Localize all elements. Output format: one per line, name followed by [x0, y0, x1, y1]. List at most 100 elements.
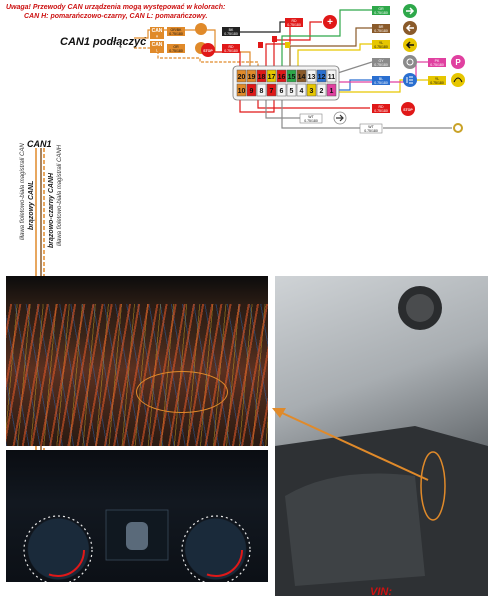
- rd-wire-tag-left: RD 0.75/180: [222, 44, 240, 53]
- rd-wire-tag-top: RD 0.75/180: [285, 18, 303, 27]
- vin-label: VIN:: [370, 586, 392, 598]
- wire-rd-3: [257, 98, 370, 109]
- svg-text:0.75/180: 0.75/180: [430, 81, 444, 85]
- svg-text:GY: GY: [378, 59, 384, 63]
- br-wire-tag: BR 0.75/180: [372, 24, 390, 33]
- arrow-right-icon: [403, 4, 417, 18]
- connector-pin-label-20: 20: [238, 74, 246, 81]
- svg-text:0.75/180: 0.75/180: [169, 49, 183, 53]
- fuse-2: [272, 36, 277, 42]
- svg-text:0.75/180: 0.75/180: [374, 11, 388, 15]
- plus-icon: +: [323, 15, 337, 29]
- footwell-drawing: [275, 286, 488, 596]
- wire-yl: [297, 43, 372, 72]
- gr-wire-tag: GR 0.75/180: [372, 6, 390, 15]
- can-h-wire-name: brązowo-czarny CANH: [48, 172, 55, 248]
- wire-rd-1: [265, 21, 300, 72]
- connector-pin-17: [266, 69, 277, 83]
- svg-text:OR: OR: [173, 45, 179, 49]
- connector-pin-1: [326, 83, 337, 97]
- svg-text:PK: PK: [435, 59, 440, 63]
- pk-wire-tag: PK 0.75/180: [428, 58, 446, 67]
- connector-pin-label-17: 17: [268, 74, 276, 81]
- connector-pin-label-13: 13: [308, 74, 316, 81]
- connector-pin-label-11: 11: [328, 74, 336, 81]
- connector-location-ellipse: [420, 451, 446, 521]
- arrow-left-icon: [403, 21, 417, 35]
- speed-signal-icon: [451, 73, 465, 87]
- harness-highlight-ellipse: [136, 371, 228, 413]
- svg-text:GR: GR: [378, 7, 384, 11]
- connector-pin-label-9: 9: [250, 88, 254, 95]
- wt-wire-tag-2: WT 0.75/180: [359, 123, 383, 134]
- wt-wire-tag-1: WT 0.75/180: [299, 113, 323, 124]
- svg-text:WT: WT: [368, 125, 374, 129]
- svg-text:BL: BL: [379, 77, 383, 81]
- svg-text:0.75/180: 0.75/180: [224, 49, 238, 53]
- connector-pin-15: [286, 69, 297, 83]
- svg-text:YL: YL: [435, 77, 439, 81]
- wire-can-h: [134, 29, 251, 72]
- connector-pin-label-16: 16: [278, 74, 286, 81]
- svg-text:0.75/180: 0.75/180: [364, 129, 378, 133]
- can-wire-color-notice: Uwaga! Przewody CAN urządzenia mogą wyst…: [6, 3, 236, 21]
- stop-icon-right: STOP: [401, 102, 415, 116]
- notice-line-2: CAN H: pomarańczowo-czarny, CAN L: pomar…: [24, 13, 208, 20]
- bk-wire-tag: BK 0.75/180: [222, 27, 240, 36]
- svg-text:+: +: [327, 17, 333, 28]
- can-h-wire-tag: OR/BK 0.75/180: [167, 27, 185, 36]
- ground-ring-icon: [453, 123, 463, 133]
- gauges-drawing: [23, 509, 251, 582]
- wire-wt-2: [281, 98, 360, 129]
- svg-text:RD: RD: [228, 45, 234, 49]
- svg-text:0.75/180: 0.75/180: [304, 119, 318, 123]
- connector-pin-19: [246, 69, 257, 83]
- can-h-box: CAN H: [150, 27, 164, 39]
- arrow-right-white-icon: [333, 111, 347, 125]
- wire-wt-1: [265, 98, 300, 119]
- svg-text:RD: RD: [291, 19, 297, 23]
- can-l-box: CAN L: [150, 41, 164, 53]
- reverse-light-icon: [403, 55, 417, 69]
- connector-pin-label-12: 12: [318, 74, 326, 81]
- svg-text:CAN: CAN: [152, 42, 163, 48]
- svg-text:STOP: STOP: [203, 49, 213, 53]
- instrument-cluster-photo: [6, 450, 268, 582]
- svg-text:0.75/180: 0.75/180: [374, 29, 388, 33]
- svg-text:CAN: CAN: [152, 28, 163, 34]
- yl-wire-tag-2: YL 0.75/180: [428, 76, 446, 85]
- footwell-photo: [275, 276, 488, 596]
- connector-pin-9: [246, 83, 257, 97]
- connector-pin-10: [236, 83, 247, 97]
- can-h-description: liława fioletowo-biała magistrali CANH: [57, 144, 63, 246]
- svg-text:0.75/180: 0.75/180: [430, 63, 444, 67]
- connector-pin-14: [296, 69, 307, 83]
- fuse-1: [258, 42, 263, 48]
- can-h-node: [195, 23, 207, 35]
- notice-line-1: Uwaga! Przewody CAN urządzenia mogą wyst…: [6, 4, 226, 11]
- wire-rd-2: [273, 21, 322, 72]
- connector-pin-label-10: 10: [238, 88, 246, 95]
- fuse-3: [285, 42, 290, 48]
- connector-pin-16: [276, 69, 287, 83]
- connector-pin-label-18: 18: [258, 74, 266, 81]
- svg-text:0.75/180: 0.75/180: [374, 63, 388, 67]
- wire-bl: [330, 79, 372, 91]
- connector-pin-label-6: 6: [280, 88, 284, 95]
- connector-pin-6: [276, 83, 287, 97]
- connector-pin-11: [326, 69, 337, 83]
- connector-pin-13: [306, 69, 317, 83]
- svg-text:WT: WT: [308, 115, 314, 119]
- connector-pin-label-5: 5: [290, 88, 294, 95]
- can1-label: CAN1: [27, 139, 52, 149]
- connector-pin-4: [296, 83, 307, 97]
- parking-icon: P: [451, 55, 465, 69]
- svg-text:OR/BK: OR/BK: [171, 28, 183, 32]
- connector-pin-label-8: 8: [260, 88, 264, 95]
- svg-text:BK: BK: [229, 28, 234, 32]
- can-l-wire-tag: OR 0.75/180: [167, 44, 185, 53]
- wire-br: [289, 27, 372, 72]
- gy-wire-tag: GY 0.75/180: [372, 58, 390, 67]
